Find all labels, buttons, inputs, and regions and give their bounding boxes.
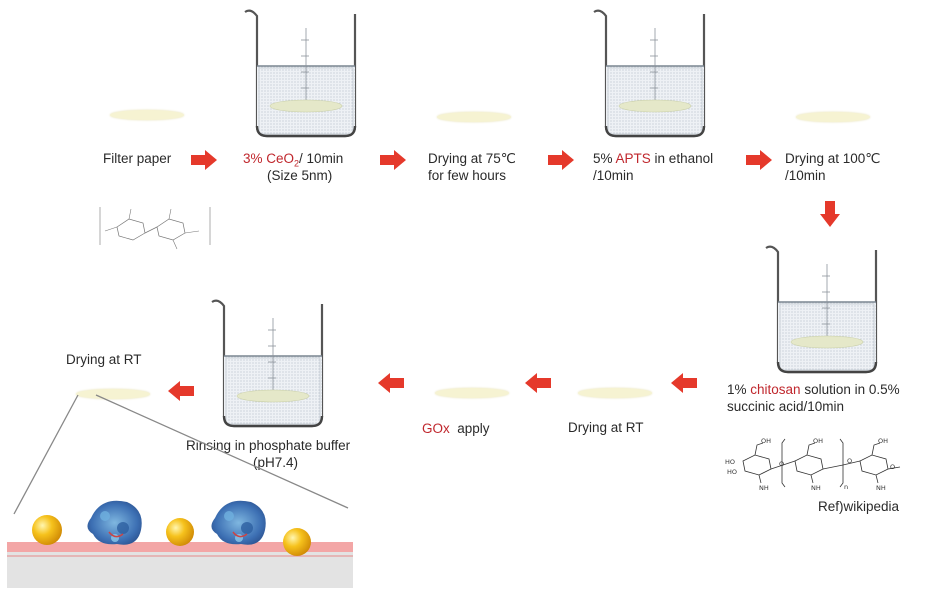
step-drying-100-line2: /10min bbox=[785, 168, 826, 183]
filter-paper-disc bbox=[435, 388, 509, 398]
apts-solvent: in ethanol bbox=[650, 151, 714, 166]
chitosan-nh-2: NH bbox=[811, 484, 821, 492]
chitosan-n: n bbox=[844, 483, 848, 491]
filter-paper-disc bbox=[76, 389, 150, 399]
filter-paper-disc bbox=[796, 112, 870, 122]
gox-compound: GOx bbox=[422, 421, 450, 436]
step-rinse-line2: (pH7.4) bbox=[253, 455, 299, 470]
chitosan-oh-1: OH bbox=[761, 437, 771, 445]
step-drying-rt-final: Drying at RT bbox=[66, 352, 142, 367]
step-filter-paper: Filter paper bbox=[103, 151, 172, 166]
chitosan-percent: 1% bbox=[727, 382, 751, 397]
ceo2-time: / 10min bbox=[299, 151, 344, 166]
chitosan-o-1: O bbox=[779, 460, 784, 468]
down-arrow-icon bbox=[820, 201, 840, 227]
chitosan-nh-1: NH bbox=[759, 484, 769, 492]
gold-nanoparticle bbox=[32, 515, 62, 545]
gold-nanoparticle bbox=[166, 518, 194, 546]
gox-apply: apply bbox=[449, 421, 490, 436]
ceo2-compound: CeO bbox=[266, 151, 295, 166]
chitosan-nh-3: NH bbox=[876, 484, 886, 492]
gox-enzyme bbox=[87, 500, 142, 545]
ceo2-percent: 3% bbox=[243, 151, 267, 166]
chitosan-structure: OH OH OH HO HO O O O NH NH NH n bbox=[725, 437, 901, 492]
chitosan-o-3: O bbox=[890, 463, 895, 471]
filter-paper-disc bbox=[437, 112, 511, 122]
step-gox: GOx apply bbox=[422, 421, 490, 437]
step-apts: 5% APTS in ethanol bbox=[593, 151, 713, 167]
cellulose-structure bbox=[99, 207, 211, 250]
surface-schematic bbox=[7, 500, 353, 588]
apts-compound: APTS bbox=[615, 151, 651, 166]
chitosan-oh-2: OH bbox=[813, 437, 823, 445]
step-rinse-line1: Rinsing in phosphate buffer bbox=[186, 438, 351, 453]
step-drying-75-line2: for few hours bbox=[428, 168, 507, 183]
chitosan-ho-2: HO bbox=[727, 468, 737, 476]
chitosan-o-2: O bbox=[847, 457, 852, 465]
chitosan-solution: solution in 0.5% bbox=[800, 382, 900, 397]
gox-enzyme bbox=[211, 500, 266, 545]
step-chitosan-acid: succinic acid/10min bbox=[727, 399, 845, 414]
step-ceo2-size: (Size 5nm) bbox=[267, 168, 333, 183]
filter-paper-disc bbox=[578, 388, 652, 398]
reference-label: Ref)wikipedia bbox=[818, 499, 900, 514]
chitosan-compound: chitosan bbox=[750, 382, 801, 397]
chitosan-ho-1: HO bbox=[725, 458, 735, 466]
filter-paper-disc bbox=[110, 110, 184, 120]
step-ceo2: 3% CeO2/ 10min bbox=[243, 151, 343, 172]
apts-percent: 5% bbox=[593, 151, 616, 166]
step-drying-75-line1: Drying at 75℃ bbox=[428, 151, 516, 166]
step-chitosan: 1% chitosan solution in 0.5% bbox=[727, 382, 900, 398]
chitosan-oh-3: OH bbox=[878, 437, 888, 445]
step-apts-time: /10min bbox=[593, 168, 634, 183]
gold-nanoparticle bbox=[283, 528, 311, 556]
ceo2-subscript: 2 bbox=[294, 158, 300, 169]
step-drying-rt: Drying at RT bbox=[568, 420, 644, 435]
step-drying-100-line1: Drying at 100℃ bbox=[785, 151, 881, 166]
